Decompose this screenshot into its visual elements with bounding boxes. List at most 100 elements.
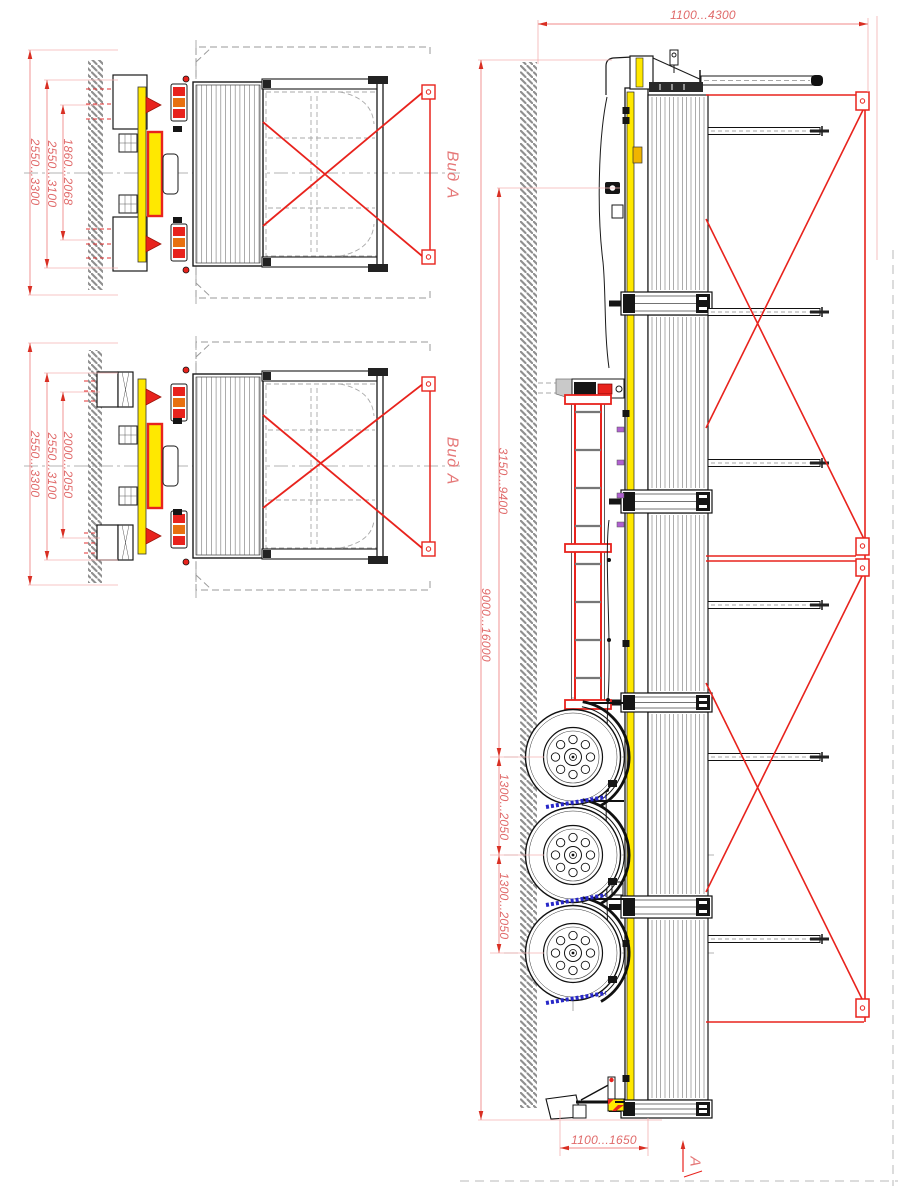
warning-triangle-icon <box>145 235 162 253</box>
bunk-crossbar <box>609 895 713 919</box>
dim-width-inner: 1860...2068 <box>61 139 75 206</box>
bunk-body <box>192 373 264 559</box>
dim-width-outer: 2550...3300 <box>28 430 42 498</box>
stake-profile <box>376 81 384 267</box>
tail-lamp <box>170 223 188 262</box>
connector <box>173 418 182 424</box>
axle-stubs <box>118 133 138 214</box>
dim-width-mid: 2550...3100 <box>45 432 59 500</box>
sheet-border <box>460 250 898 1186</box>
stake <box>707 307 829 317</box>
rear-support <box>545 1076 625 1120</box>
load-x-brace <box>262 379 431 554</box>
dim-width-outer: 2550...3300 <box>28 138 42 206</box>
rear-marker-board <box>137 378 147 555</box>
licence-plate <box>162 153 179 195</box>
tail-lamp <box>170 83 188 122</box>
headboard <box>605 49 823 95</box>
upper-x-brace <box>705 218 865 540</box>
bunk-crossbar <box>609 291 713 316</box>
connector <box>173 126 182 132</box>
view-a-label: Вид А <box>444 151 461 200</box>
cargo-outline-dashed <box>265 91 378 257</box>
tire-axis-lines <box>86 88 114 259</box>
bunk-rail <box>261 548 379 560</box>
marker-lamp <box>182 366 190 374</box>
center-marker-board <box>146 422 164 510</box>
view-a-label: Вид А <box>444 437 461 486</box>
mud-flaps <box>545 795 607 1005</box>
dim-overall-length: 9000...16000 <box>479 588 493 662</box>
body-ribs <box>196 85 260 263</box>
stake-profile <box>376 373 384 559</box>
side-view-dimensions: 1100...4300 9000...16000 3150...9400 130… <box>478 8 878 1156</box>
bunk-body <box>192 81 264 267</box>
stake <box>707 126 829 136</box>
warning-triangle-icon <box>145 96 162 114</box>
rear-view-bottom-dimensions: 2550...3300 2550...3100 2000...2050 <box>27 342 118 586</box>
bunk-rail <box>261 256 379 268</box>
brace-corner-plates <box>421 84 436 265</box>
connector <box>173 217 182 223</box>
brace-corner-plates <box>421 376 436 557</box>
center-marker-board <box>146 130 164 218</box>
dim-axle-spacing-front: 1300...2050 <box>497 774 511 841</box>
bunk-crossbars <box>609 291 713 1119</box>
rear-view-top: 2550...3300 2550...3100 1860...2068 <box>24 40 460 306</box>
bunk-crossbar <box>609 1099 713 1119</box>
dim-width-inner: 2000...2050 <box>61 431 75 499</box>
stake-cap <box>368 556 388 564</box>
tail-lamp <box>170 383 188 422</box>
rear-view-top-dimensions: 2550...3300 2550...3100 1860...2068 <box>27 49 118 296</box>
stakes <box>707 126 829 944</box>
lower-x-brace <box>705 571 865 893</box>
tires <box>96 371 134 561</box>
tail-lamp <box>170 510 188 549</box>
load-envelope <box>705 94 866 1023</box>
wall-hatch <box>88 60 103 290</box>
dim-axle-spacing-rear: 1300...2050 <box>497 873 511 940</box>
dim-rear-overhang: 1100...1650 <box>571 1133 637 1147</box>
marker-lamp <box>182 75 190 83</box>
stake <box>707 934 829 944</box>
mudguards <box>581 700 631 1003</box>
tire-axis-lines <box>84 380 100 554</box>
stake-cap <box>368 264 388 272</box>
rear-marker-board <box>137 86 147 263</box>
marker-lamp <box>182 558 190 566</box>
warning-triangle-icon <box>145 388 162 406</box>
dim-width-mid: 2550...3100 <box>45 140 59 208</box>
bunk-rail <box>261 370 379 382</box>
section-arrow: А <box>680 1140 704 1178</box>
upper-x-brace <box>705 107 865 429</box>
side-marker-lamp <box>632 146 643 164</box>
warning-triangle-icon <box>145 527 162 545</box>
connector <box>173 509 182 515</box>
stake <box>707 752 829 762</box>
bunk-crossbar <box>609 692 713 713</box>
wheel <box>524 708 622 806</box>
body-ribs <box>196 377 260 555</box>
marker-lamp <box>182 266 190 274</box>
dim-length-top: 1100...4300 <box>670 8 736 22</box>
bunk-rail <box>261 78 379 90</box>
exhaust-pole <box>700 75 817 86</box>
dim-kingpin-to-axles: 3150...9400 <box>496 448 510 515</box>
front-hose <box>598 96 610 369</box>
lower-x-brace <box>705 682 865 1004</box>
stake <box>707 458 829 468</box>
load-x-brace <box>262 87 431 262</box>
side-view: 1100...4300 9000...16000 3150...9400 130… <box>478 8 878 1178</box>
deck-sections <box>647 94 709 1101</box>
axle-stubs <box>118 425 138 506</box>
rear-view-bottom: 2550...3300 2550...3100 2000...2050 <box>24 336 460 598</box>
ladder <box>564 394 612 710</box>
stake <box>707 600 829 610</box>
bunk-crossbar <box>609 489 713 514</box>
licence-plate <box>162 445 179 487</box>
stake-cap <box>368 368 388 376</box>
section-arrow-label: А <box>687 1155 704 1167</box>
stake-cap <box>368 76 388 84</box>
